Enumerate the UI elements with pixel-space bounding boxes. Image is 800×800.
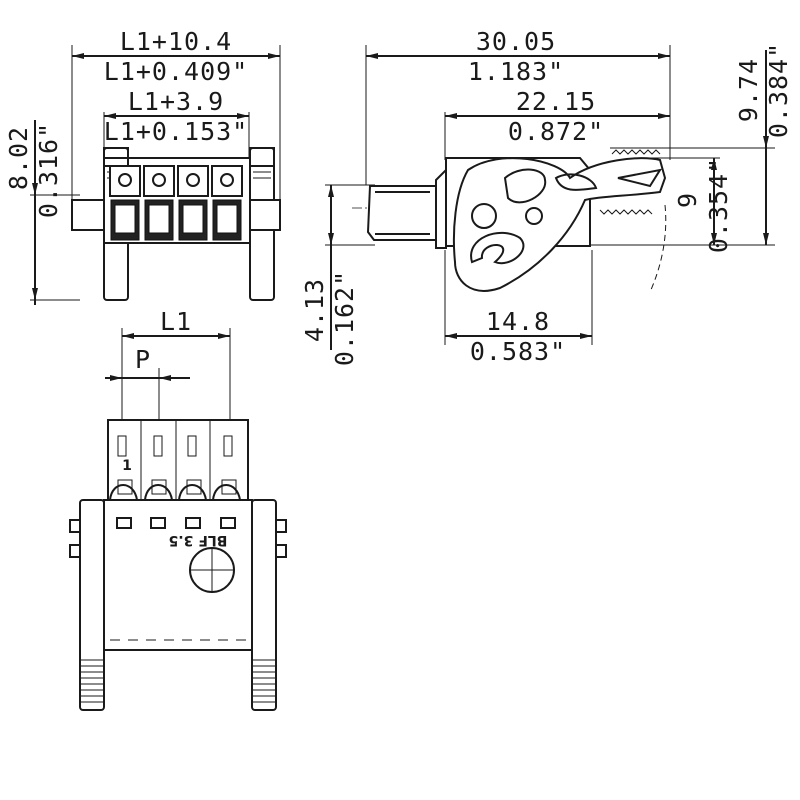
side-length-mm: 30.05	[476, 27, 556, 56]
top-l1-label: L1	[160, 307, 192, 336]
side-total-height-mm: 9.74	[734, 58, 763, 122]
side-height-in: 0.354"	[704, 157, 733, 253]
top-pitch-label: P	[135, 345, 151, 374]
side-length-in: 1.183"	[468, 57, 564, 86]
product-marking: BLF 3.5	[169, 532, 228, 548]
front-height-mm: 8.02	[4, 126, 33, 190]
side-base-mm: 14.8	[486, 307, 550, 336]
front-pitch-total-in: L1+0.153"	[104, 117, 248, 146]
front-pitch-total-mm: L1+3.9	[128, 87, 224, 116]
side-base-in: 0.583"	[470, 337, 566, 366]
side-lever-mm: 22.15	[516, 87, 596, 116]
top-view: L1 P 1	[69, 307, 287, 711]
side-height-mm: 9	[673, 192, 702, 208]
front-overall-width-mm: L1+10.4	[120, 27, 232, 56]
front-overall-width-in: L1+0.409"	[104, 57, 248, 86]
side-total-height-in: 0.384"	[764, 42, 793, 138]
front-height-in: 0.316"	[34, 122, 63, 218]
front-view: L1+10.4 L1+0.409" L1+3.9 L1+0.153" 8.02 …	[4, 27, 281, 305]
side-lever-in: 0.872"	[508, 117, 604, 146]
side-offset-mm: 4.13	[300, 278, 329, 342]
side-view: 30.05 1.183" 22.15 0.872" 9.74 0.384" 9 …	[300, 27, 793, 366]
side-offset-in: 0.162"	[330, 270, 359, 366]
pin1-label: 1	[122, 458, 132, 474]
